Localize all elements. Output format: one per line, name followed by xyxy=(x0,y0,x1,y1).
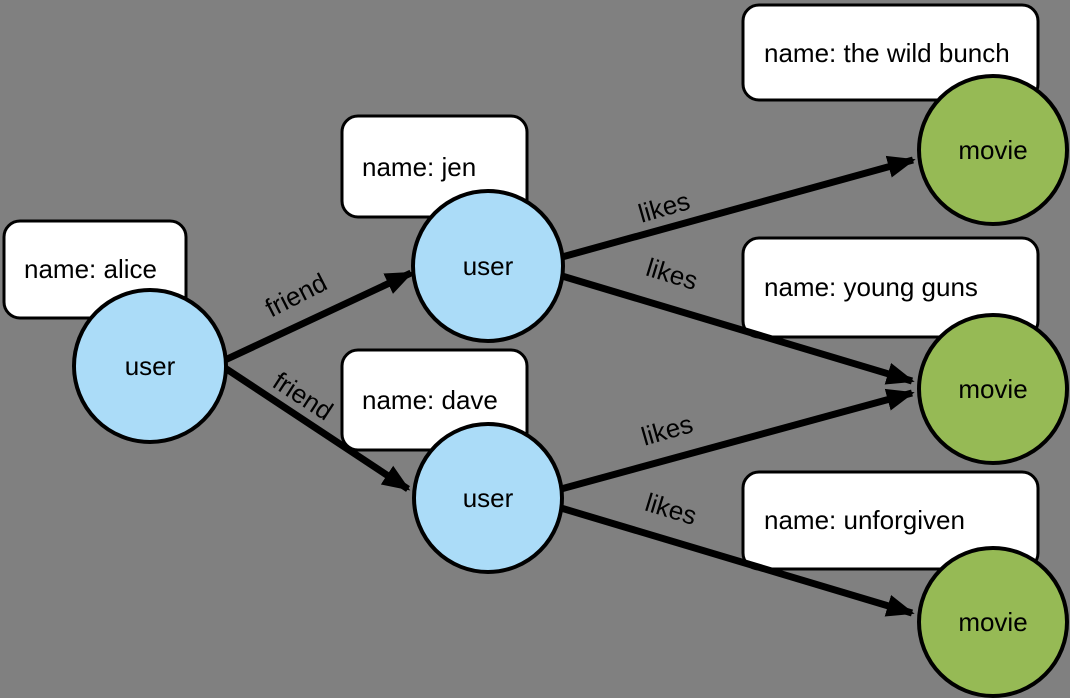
property-box-wild-bunch-rect xyxy=(741,3,1040,102)
node-wild-bunch: movie xyxy=(917,74,1069,226)
node-unforgiven: movie xyxy=(917,546,1069,698)
property-label-wild-bunch: name: the wild bunch xyxy=(764,38,1010,68)
node-alice-circle xyxy=(72,288,228,444)
node-unforgiven-label: movie xyxy=(958,607,1027,637)
edge-jen-young-guns-arrow xyxy=(560,272,915,385)
property-box-unforgiven-rect xyxy=(741,470,1040,571)
node-alice: user xyxy=(72,288,228,444)
property-box-jen: name: jen xyxy=(340,114,529,219)
property-label-young-guns: name: young guns xyxy=(764,272,978,302)
node-jen: user xyxy=(411,189,565,343)
node-jen-label: user xyxy=(463,251,514,281)
edge-alice-dave-arrow xyxy=(223,365,411,492)
node-dave-label: user xyxy=(463,483,514,513)
node-jen-circle xyxy=(411,189,565,343)
property-box-young-guns: name: young guns xyxy=(741,236,1040,339)
property-label-dave: name: dave xyxy=(362,385,498,415)
node-young-guns: movie xyxy=(917,313,1069,465)
node-dave-circle xyxy=(412,422,564,574)
property-label-alice: name: alice xyxy=(24,254,157,284)
property-box-wild-bunch: name: the wild bunch xyxy=(741,3,1040,102)
node-dave: user xyxy=(412,422,564,574)
node-young-guns-circle xyxy=(917,313,1069,465)
property-box-young-guns-rect xyxy=(741,236,1040,339)
node-wild-bunch-label: movie xyxy=(958,135,1027,165)
property-box-unforgiven: name: unforgiven xyxy=(741,470,1040,571)
node-wild-bunch-circle xyxy=(917,74,1069,226)
property-label-jen: name: jen xyxy=(362,152,476,182)
edge-jen-wild-bunch-arrow xyxy=(561,155,916,261)
node-young-guns-label: movie xyxy=(958,374,1027,404)
edge-dave-young-guns-arrow xyxy=(560,388,915,493)
node-unforgiven-circle xyxy=(917,546,1069,698)
edge-dave-unforgiven-arrow xyxy=(559,504,915,617)
property-label-unforgiven: name: unforgiven xyxy=(764,505,965,535)
node-alice-label: user xyxy=(125,351,176,381)
edge-alice-jen-arrow xyxy=(223,269,414,364)
